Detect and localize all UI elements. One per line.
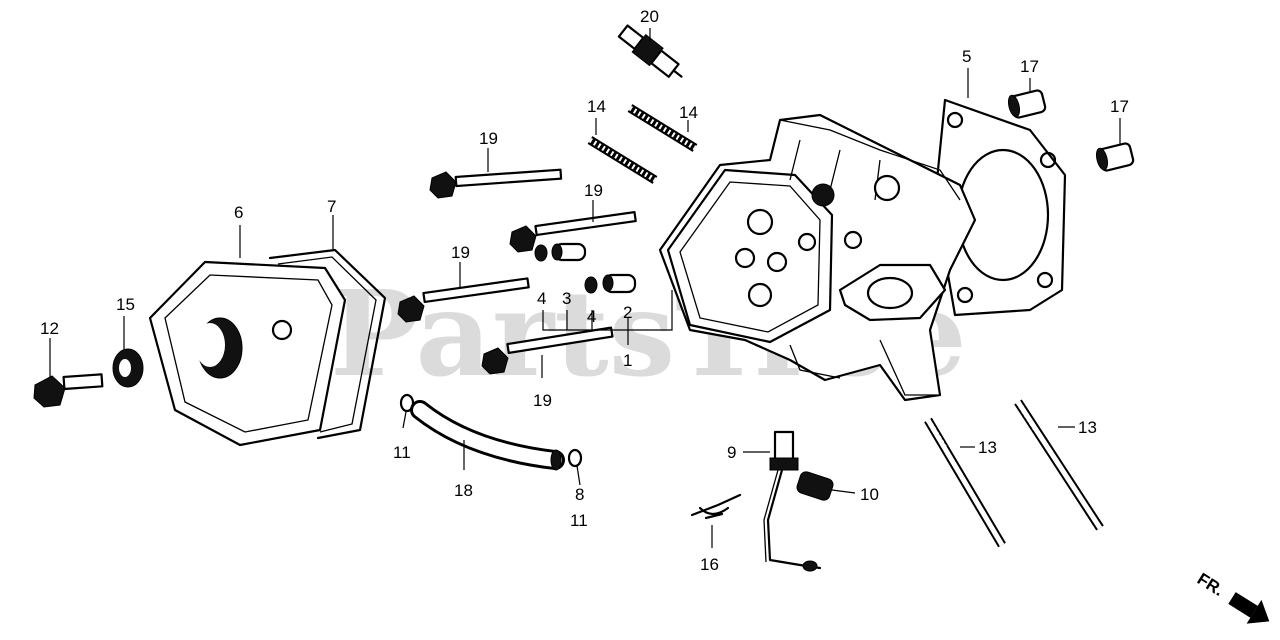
stud-part-14-left[interactable] bbox=[587, 136, 658, 184]
breather-tube-part[interactable] bbox=[410, 400, 565, 471]
callout-labels: 20 14 14 19 19 19 19 4 3 4 2 1 6 7 12 15… bbox=[40, 7, 1129, 574]
cap-part-17-upper[interactable] bbox=[1006, 89, 1047, 119]
rocker-cover-part[interactable] bbox=[148, 260, 347, 447]
callout-8: 8 bbox=[575, 485, 584, 504]
washer-part-4-lower[interactable] bbox=[584, 276, 598, 294]
oil-alert-switch-part[interactable] bbox=[763, 430, 822, 572]
callout-14-right: 14 bbox=[679, 103, 698, 122]
callout-19-lower-mid: 19 bbox=[451, 243, 470, 262]
callout-11-right: 11 bbox=[570, 511, 588, 530]
washer-part-4-upper[interactable] bbox=[534, 244, 548, 262]
callout-9: 9 bbox=[727, 443, 736, 462]
callout-7: 7 bbox=[327, 197, 336, 216]
callout-3: 3 bbox=[562, 289, 571, 308]
dowel-part-2[interactable] bbox=[602, 273, 637, 294]
stud-part-13-left[interactable] bbox=[924, 417, 1006, 548]
direction-label: FR. bbox=[1194, 569, 1227, 600]
dowel-part-3[interactable] bbox=[551, 242, 587, 262]
stud-part-14-right[interactable] bbox=[627, 104, 698, 152]
arrow-right-icon bbox=[1228, 592, 1270, 624]
callout-1: 1 bbox=[623, 351, 632, 370]
callout-13-left: 13 bbox=[978, 438, 997, 457]
spark-plug-part[interactable] bbox=[616, 22, 688, 85]
bolt-part-12[interactable] bbox=[33, 373, 104, 408]
clip-part-11-left[interactable] bbox=[399, 393, 415, 413]
assembly-bracket bbox=[542, 290, 673, 331]
cylinder-head-assembly[interactable] bbox=[658, 113, 977, 402]
callout-4-upper: 4 bbox=[537, 289, 546, 308]
callout-10: 10 bbox=[860, 485, 879, 504]
grommet-part-10[interactable] bbox=[795, 470, 834, 501]
callout-19-top: 19 bbox=[479, 129, 498, 148]
callout-12: 12 bbox=[40, 319, 59, 338]
rocker-cover-gasket-part[interactable] bbox=[268, 248, 387, 440]
callout-2: 2 bbox=[623, 303, 632, 322]
washer-part-15[interactable] bbox=[112, 348, 144, 388]
cap-part-17-lower[interactable] bbox=[1094, 142, 1135, 172]
callout-13-right: 13 bbox=[1078, 418, 1097, 437]
callout-11-left: 11 bbox=[393, 443, 411, 462]
callout-20: 20 bbox=[640, 7, 659, 26]
callout-17-lower: 17 bbox=[1110, 97, 1129, 116]
bolt-part-19-upper-mid[interactable] bbox=[509, 211, 637, 253]
callout-19-upper-mid: 19 bbox=[584, 181, 603, 200]
bolt-part-19-top[interactable] bbox=[429, 168, 563, 199]
bolt-part-19-bottom[interactable] bbox=[481, 326, 614, 375]
callout-14-left: 14 bbox=[587, 97, 606, 116]
callout-4-lower: 4 bbox=[587, 307, 596, 326]
callout-17-upper: 17 bbox=[1020, 57, 1039, 76]
front-direction-indicator: FR. bbox=[1194, 569, 1270, 624]
callout-16: 16 bbox=[700, 555, 719, 574]
callout-6: 6 bbox=[234, 203, 243, 222]
clip-part-8[interactable] bbox=[567, 448, 583, 468]
wire-clip-part-16[interactable] bbox=[690, 493, 742, 520]
leader-lines bbox=[49, 28, 1121, 548]
bolt-part-19-lower-mid[interactable] bbox=[397, 277, 530, 323]
stud-part-13-right[interactable] bbox=[1014, 399, 1104, 531]
callout-5: 5 bbox=[962, 47, 971, 66]
callout-18: 18 bbox=[454, 481, 473, 500]
callout-15: 15 bbox=[116, 295, 135, 314]
callout-19-bottom: 19 bbox=[533, 391, 552, 410]
